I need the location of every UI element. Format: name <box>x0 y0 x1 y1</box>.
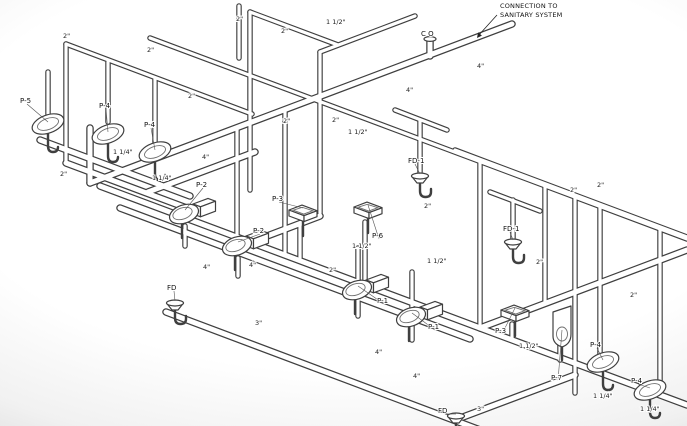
pipe-size-label: 1 1/4" <box>593 392 613 400</box>
fixture-label: FD-1 <box>408 157 424 165</box>
label-leader <box>596 347 604 361</box>
label-leader <box>173 290 176 302</box>
fixture-label: P-2 <box>196 181 207 189</box>
sanitary-note-line2: SANITARY SYSTEM <box>500 10 563 19</box>
pipe-size-label: 1 1/4" <box>113 148 133 156</box>
pipe-size-label: 1 1/2" <box>326 18 346 26</box>
pipe-size-label: 2" <box>283 117 290 125</box>
pipe-size-label: 2" <box>188 92 195 100</box>
pipe-size-label: 4" <box>249 261 256 269</box>
pipe-size-label: 4" <box>202 153 209 161</box>
pipe-size-label: 4" <box>413 372 420 380</box>
fixture-label: P-4 <box>144 121 156 129</box>
fixture-label: P-5 <box>20 97 31 105</box>
label-leader <box>105 108 109 133</box>
label-leader <box>367 204 380 240</box>
pipe-core <box>64 42 254 116</box>
pipe-core <box>452 372 578 423</box>
label-leader <box>501 307 516 335</box>
pipe-size-label: 2" <box>332 116 339 124</box>
label-leader <box>357 285 385 305</box>
pipe-core <box>248 10 340 47</box>
fixture-fd-1 <box>410 171 433 199</box>
fixture-label: P-4 <box>99 102 111 110</box>
note-leader-line <box>477 14 498 37</box>
sanitary-note: CONNECTION TO SANITARY SYSTEM <box>500 2 562 20</box>
fixture-label: P-2 <box>253 227 264 235</box>
fixture-fd-1 <box>503 237 526 265</box>
fixture-label: FD <box>438 407 447 415</box>
pipe-size-label: 4" <box>203 263 210 271</box>
label-leader <box>414 163 421 175</box>
pipe-size-label: 2" <box>63 32 70 40</box>
pipe-core <box>63 160 203 216</box>
label-leader <box>411 312 436 331</box>
pipe-size-label: 1 1/2" <box>348 128 368 136</box>
fixture-label: P-1 <box>377 297 388 305</box>
fixture-p-6 <box>352 200 384 235</box>
fixture-p-1 <box>392 300 444 343</box>
fixture-label: P-4 <box>590 341 602 349</box>
pipe-size-label: 2" <box>424 202 431 210</box>
fixture-label: FD-1 <box>503 225 519 233</box>
label-leader <box>557 329 563 382</box>
pipe-core <box>145 149 258 195</box>
pipe-size-label: 3" <box>477 405 484 413</box>
cleanout-label: C O <box>421 30 434 38</box>
pipe-size-label: 1 1/4" <box>152 174 172 182</box>
fixture-label: P-3 <box>495 327 506 335</box>
cleanout-cap <box>423 35 437 42</box>
pipe-core <box>453 148 687 239</box>
pipe-size-label: 1 1/2" <box>427 257 447 265</box>
pipe-core <box>488 190 542 213</box>
pipe-core <box>97 183 483 331</box>
label-leader <box>509 231 514 241</box>
pipe-size-label: 2" <box>570 186 577 194</box>
fixture-p-4 <box>583 346 623 392</box>
fixture-label: P-7 <box>551 374 562 382</box>
label-leader <box>637 383 651 389</box>
fixture-label: FD <box>167 284 176 292</box>
pipe-core <box>163 309 477 426</box>
fixture-label: P-1 <box>428 323 439 331</box>
label-leader <box>278 201 304 209</box>
pipe-size-label: 2" <box>536 258 543 266</box>
pipe-size-label: 2" <box>597 181 604 189</box>
label-leader <box>26 103 49 123</box>
pipe-size-label: 2" <box>236 15 243 23</box>
pipe-size-label: 4" <box>406 86 413 94</box>
pipe-size-label: 2" <box>147 46 154 54</box>
sanitary-note-line1: CONNECTION TO <box>500 2 558 10</box>
label-leader <box>184 187 204 211</box>
pipe-size-label: 4" <box>477 62 484 70</box>
pipe-core <box>318 14 417 54</box>
pipe-size-label: 2" <box>630 291 637 299</box>
fixture-label: P-4 <box>631 377 643 385</box>
pipe-size-label: 2" <box>60 170 67 178</box>
label-leader <box>150 127 156 151</box>
pipe-size-label: 4" <box>375 348 382 356</box>
pipe-size-label: 1 1/2" <box>519 342 539 350</box>
pipe-size-label: 1 1/4" <box>640 405 660 413</box>
pipe-size-label: 2" <box>281 27 288 35</box>
fixture-label: P-6 <box>372 232 384 240</box>
pipe-core <box>393 108 449 132</box>
pipe-size-label: 3" <box>255 319 262 327</box>
fixture-label: P-3 <box>272 195 283 203</box>
pipe-size-label: 2" <box>329 266 336 274</box>
note-arrowhead <box>477 32 482 38</box>
label-leader <box>237 233 261 243</box>
pipe-size-label: 1 1/2" <box>352 242 372 250</box>
